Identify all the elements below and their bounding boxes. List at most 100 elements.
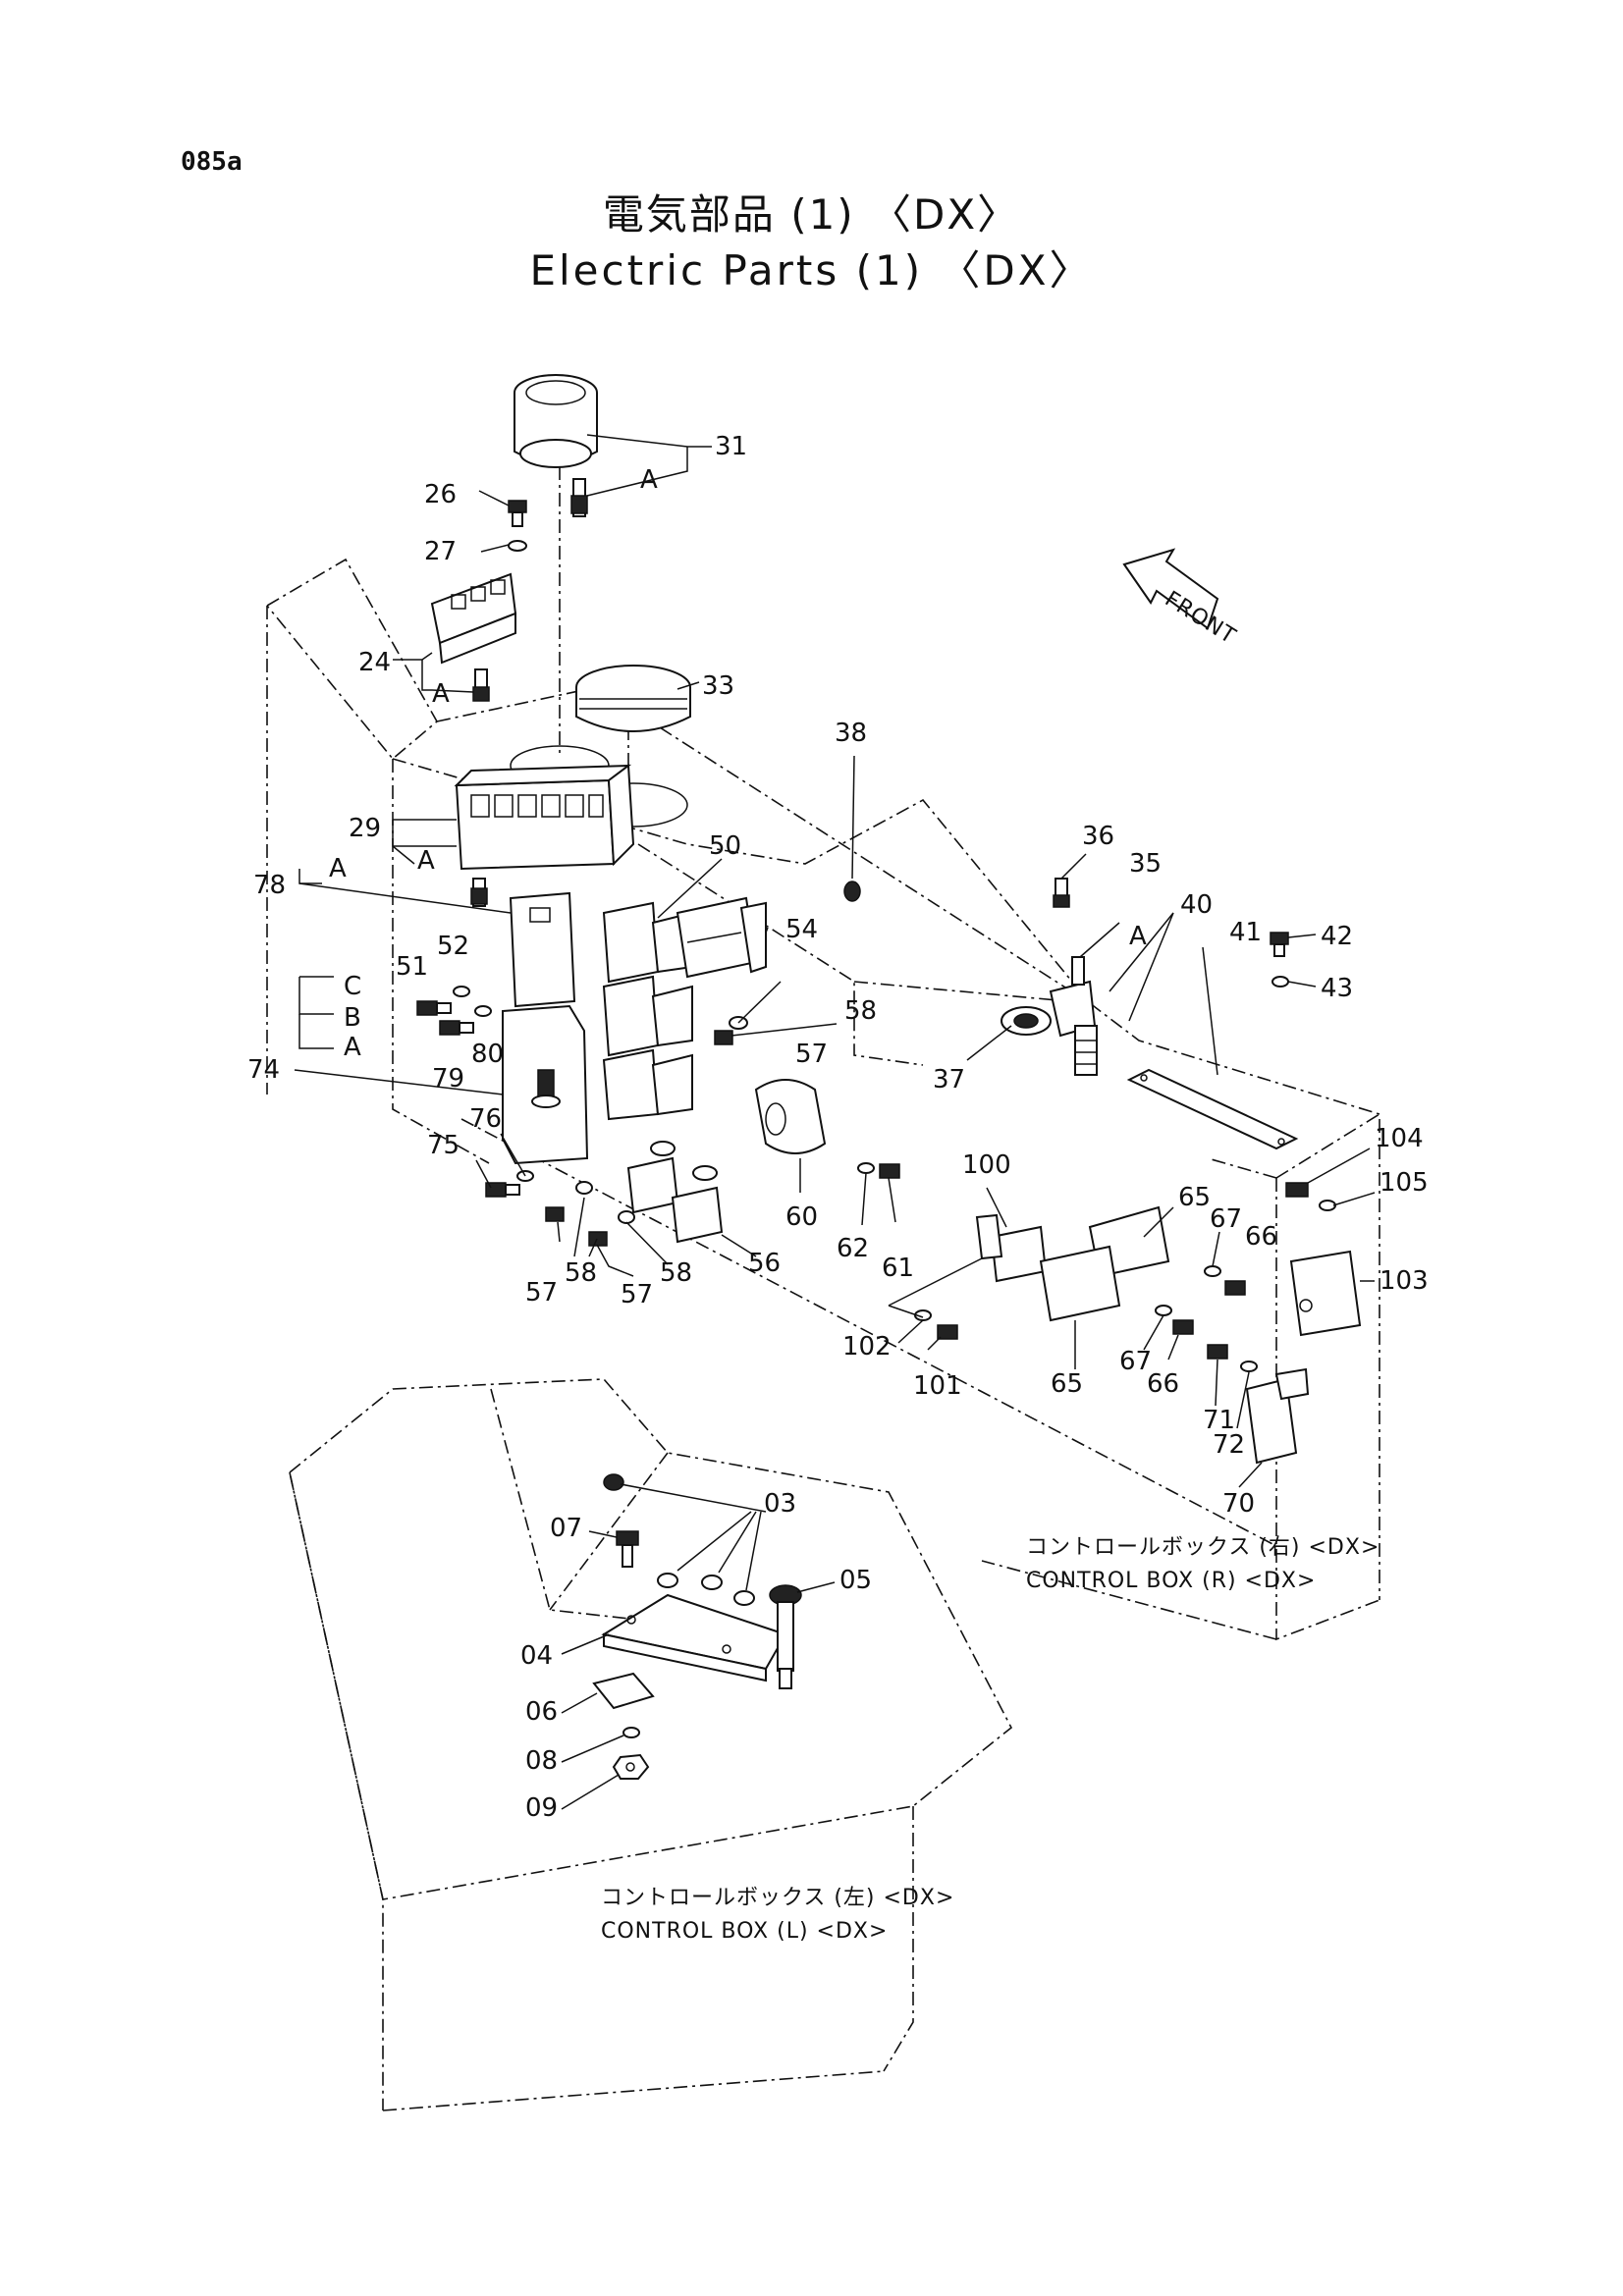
washer-08: [622, 1727, 640, 1738]
callout-105: 105: [1380, 1168, 1429, 1198]
callout-A: A: [329, 854, 347, 883]
control-box-l-outline: [289, 1378, 1013, 2111]
caption-box-r-en: CONTROL BOX (R) <DX>: [1026, 1569, 1316, 1593]
callout-06: 06: [525, 1697, 558, 1727]
callout-51: 51: [396, 952, 428, 982]
callout-78: 78: [253, 871, 286, 900]
callout-58: 58: [844, 996, 877, 1026]
callout-103: 103: [1380, 1266, 1429, 1296]
callout-04: 04: [520, 1641, 553, 1671]
caption-box-l-jp: コントロールボックス (左) <DX>: [601, 1886, 954, 1910]
callout-58: 58: [565, 1258, 597, 1288]
callout-41: 41: [1229, 918, 1262, 947]
relay-100: [975, 1213, 1048, 1283]
callout-A: A: [1129, 922, 1147, 951]
relay-70: [1245, 1367, 1310, 1465]
plate-06: [592, 1672, 655, 1710]
callout-65: 65: [1051, 1369, 1083, 1399]
callout-54: 54: [785, 915, 818, 944]
plate-04: [601, 1593, 787, 1682]
callout-33: 33: [702, 671, 734, 701]
gauge-31: [514, 374, 598, 517]
callout-A: A: [432, 679, 450, 709]
callout-B: B: [344, 1003, 361, 1033]
callout-58: 58: [660, 1258, 692, 1288]
screw-71-72: [1207, 1344, 1258, 1372]
screws-66-67-101-102: [914, 1265, 1246, 1340]
cover-33: [510, 665, 691, 828]
callout-67: 67: [1119, 1347, 1152, 1376]
callout-37: 37: [933, 1065, 965, 1095]
callout-74: 74: [247, 1055, 280, 1085]
callout-76: 76: [469, 1104, 502, 1134]
callout-52: 52: [437, 932, 469, 961]
switch-box-74: [502, 1004, 589, 1165]
caption-box-l-en: CONTROL BOX (L) <DX>: [601, 1919, 888, 1944]
relay-103: [1289, 1250, 1362, 1337]
bolt-07: [616, 1530, 639, 1568]
buzzer-60: [754, 1079, 827, 1154]
callout-A: A: [417, 846, 435, 876]
plate-41: [1126, 1068, 1299, 1150]
callout-57: 57: [795, 1040, 828, 1069]
leader-lines: [294, 434, 1376, 1810]
screw-26: [508, 500, 527, 527]
callout-C: C: [344, 972, 361, 1001]
callout-09: 09: [525, 1793, 558, 1823]
switch-36: [1053, 878, 1070, 908]
callout-72: 72: [1213, 1430, 1245, 1460]
callout-29: 29: [349, 814, 381, 843]
monitor-29: [454, 764, 635, 907]
callout-62: 62: [837, 1234, 869, 1263]
callout-104: 104: [1375, 1124, 1424, 1153]
nut-09: [612, 1753, 650, 1780]
relay-65: [1039, 1205, 1170, 1322]
title-japanese: 電気部品 (1) 〈DX〉: [602, 190, 1021, 239]
callout-labels: 31 A 26 27 24 A 33 29 A 78 A 50 54 52 51…: [247, 432, 1429, 1823]
callout-50: 50: [709, 831, 741, 861]
relay-54: [676, 896, 767, 979]
washer-27: [508, 540, 527, 552]
callout-26: 26: [424, 480, 457, 509]
callout-65: 65: [1178, 1183, 1211, 1212]
callout-67: 67: [1210, 1204, 1242, 1234]
callout-70: 70: [1222, 1489, 1255, 1519]
relay-56: [626, 1141, 724, 1244]
callout-100: 100: [962, 1150, 1011, 1180]
callout-05: 05: [839, 1566, 872, 1595]
callout-27: 27: [424, 537, 457, 566]
grommet-38: [843, 881, 861, 902]
callout-56: 56: [748, 1249, 781, 1278]
callout-75: 75: [427, 1131, 460, 1160]
captions: コントロールボックス (右) <DX> CONTROL BOX (R) <DX>…: [601, 1535, 1380, 1944]
dashed-reference-lines: [460, 466, 1277, 1547]
callout-60: 60: [785, 1202, 818, 1232]
callout-43: 43: [1321, 974, 1353, 1003]
callout-A: A: [640, 465, 658, 495]
screw-42-43: [1270, 932, 1289, 988]
screw-104-105: [1285, 1182, 1336, 1211]
screw-61-62: [857, 1162, 900, 1179]
callout-66: 66: [1245, 1222, 1277, 1252]
indicator-24: [430, 572, 517, 702]
callout-24: 24: [358, 648, 391, 677]
callout-38: 38: [835, 719, 867, 748]
callout-35: 35: [1129, 849, 1162, 879]
callout-42: 42: [1321, 922, 1353, 951]
page-code: 085a: [181, 147, 243, 177]
callout-07: 07: [550, 1514, 582, 1543]
switch-35-37-40: [1001, 956, 1098, 1076]
grommet-03: [603, 1473, 755, 1606]
callout-102: 102: [842, 1332, 892, 1362]
callout-36: 36: [1082, 822, 1114, 851]
callout-57: 57: [621, 1280, 653, 1309]
callout-66: 66: [1147, 1369, 1179, 1399]
callout-40: 40: [1180, 890, 1213, 920]
callout-71: 71: [1203, 1406, 1235, 1435]
title-english: Electric Parts (1) 〈DX〉: [529, 246, 1094, 294]
callout-101: 101: [913, 1371, 962, 1401]
knob-05: [769, 1584, 802, 1689]
callout-A: A: [344, 1033, 361, 1062]
caption-box-r-jp: コントロールボックス (右) <DX>: [1026, 1535, 1380, 1560]
callout-79: 79: [432, 1064, 464, 1094]
